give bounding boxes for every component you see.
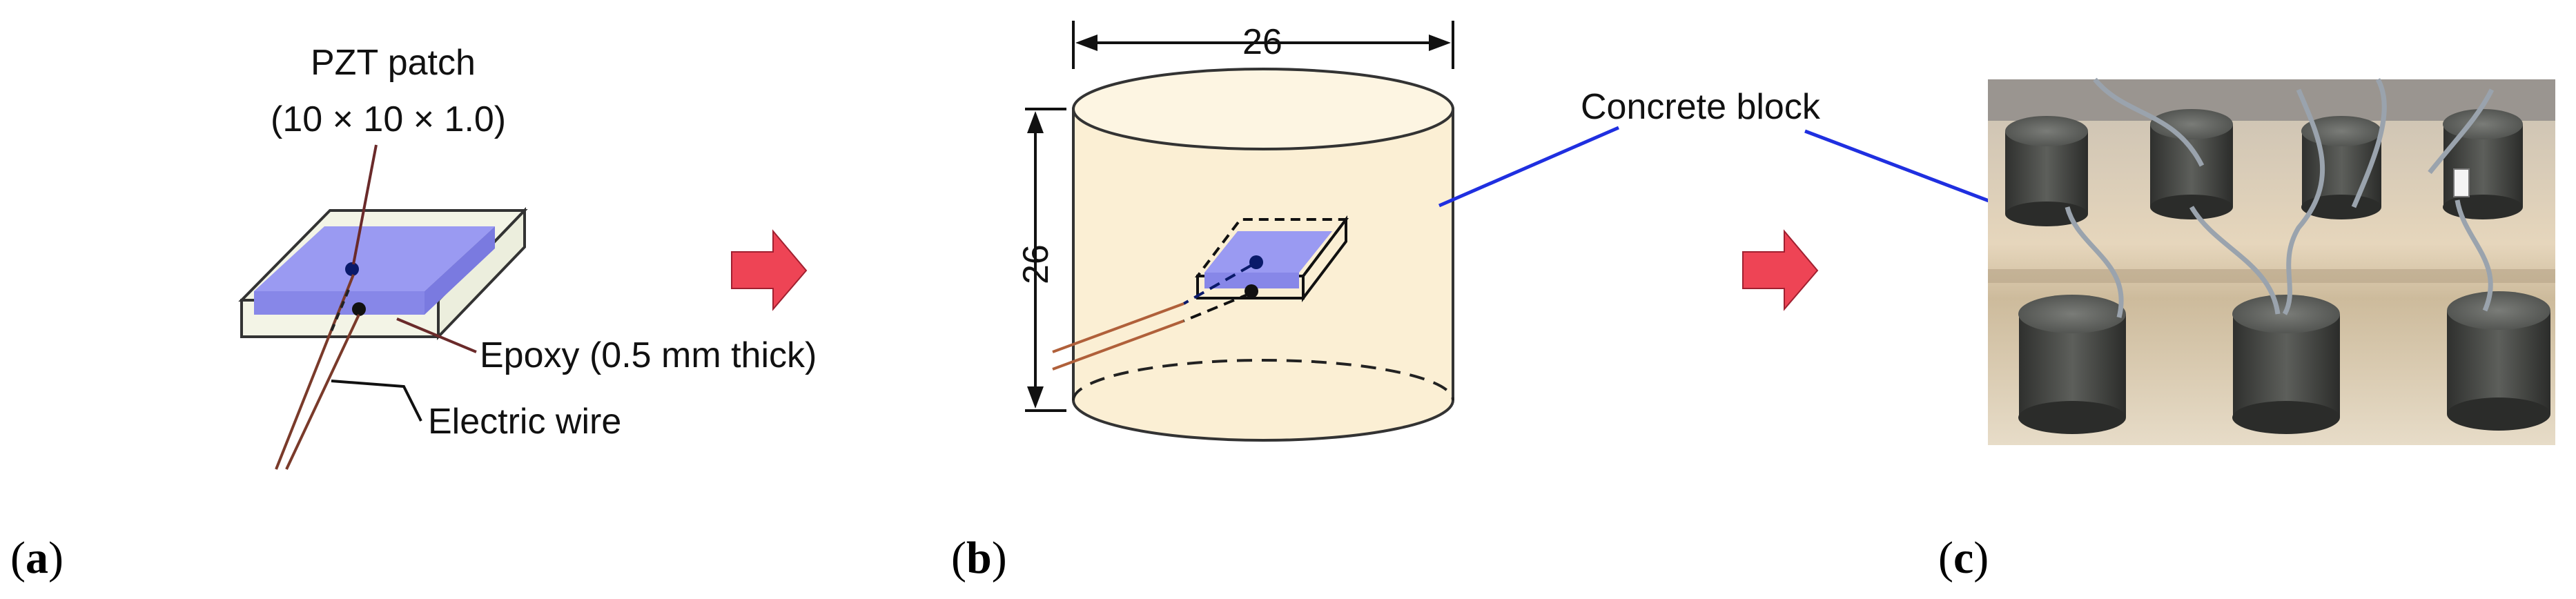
svg-text:(a): (a) (10, 533, 64, 583)
flow-arrow-icon (731, 229, 808, 311)
concrete-specimen (2005, 116, 2088, 226)
top-electrode-dot (345, 262, 359, 276)
width-dimension-label: 26 (1242, 22, 1282, 62)
caption-a: (a) (10, 533, 64, 583)
concrete-specimen (2447, 291, 2550, 431)
sensor-cables (2065, 77, 2495, 318)
pzt-leader-line (352, 144, 378, 265)
width-dimension (1072, 21, 1454, 69)
caption-c-letter: c (1953, 533, 1973, 583)
concrete-specimen (2232, 295, 2340, 434)
concrete-block-label: Concrete block (1581, 87, 1821, 127)
concrete-specimen (2018, 295, 2126, 434)
caption-b: (b) (951, 533, 1007, 583)
concrete-leader-line (1438, 126, 1619, 208)
wire-label: Electric wire (428, 402, 621, 442)
svg-text:(b): (b) (951, 533, 1007, 583)
epoxy-label: Epoxy (0.5 mm thick) (480, 335, 817, 375)
epoxy-leader-line (396, 317, 477, 353)
height-dimension (1025, 108, 1066, 412)
panel-a: PZT patch (10 × 10 × 1.0) Epoxy (0.5 mm … (238, 43, 817, 470)
bottom-electrode-dot (352, 302, 366, 316)
flow-arrow-icon (1742, 229, 1819, 311)
pzt-dims-label: (10 × 10 × 1.0) (271, 99, 506, 139)
electric-wires (275, 274, 360, 470)
concrete-specimen (2150, 109, 2233, 219)
caption-c: (c) (1938, 533, 1989, 583)
pzt-title-label: PZT patch (311, 43, 476, 83)
caption-a-letter: a (26, 533, 48, 583)
pzt-patch (254, 226, 495, 315)
height-dimension-label: 26 (1016, 244, 1056, 284)
concrete-leader-line-photo (1804, 129, 2006, 209)
embedded-pzt (1194, 215, 1349, 302)
wire-leader-line (331, 380, 422, 422)
embedded-wires (1052, 264, 1251, 371)
svg-text:(c): (c) (1938, 533, 1989, 583)
concrete-specimen (2443, 109, 2523, 219)
caption-b-letter: b (966, 533, 992, 583)
panel-b: 26 26 Concrete bl (1016, 21, 2006, 442)
concrete-photo (1988, 77, 2555, 445)
